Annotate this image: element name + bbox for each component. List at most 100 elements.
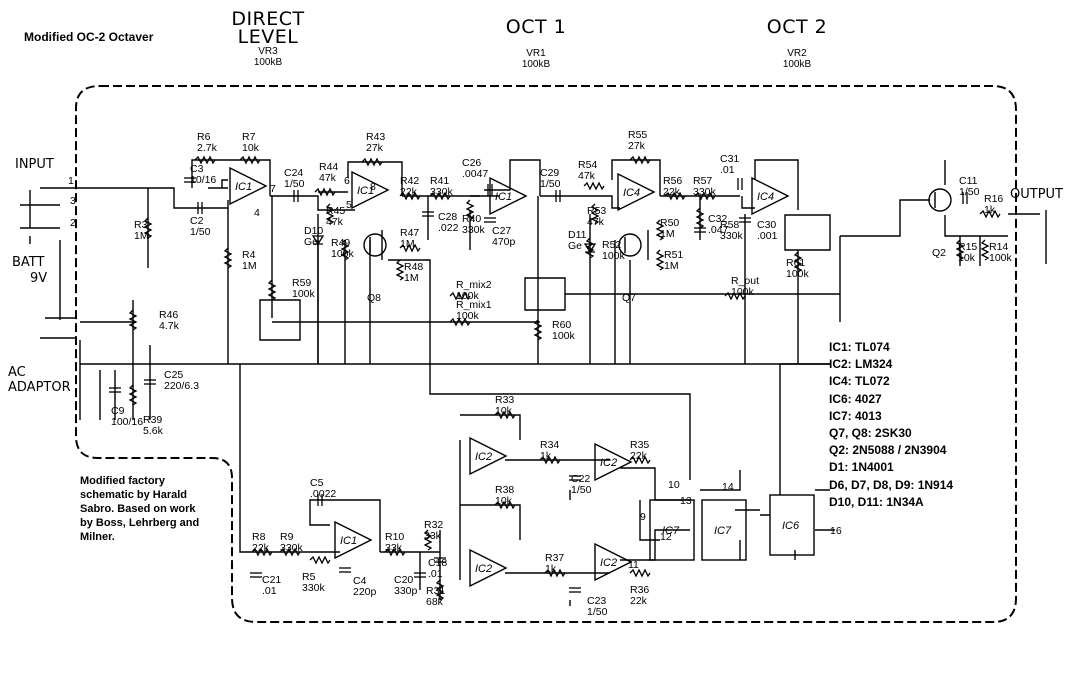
component-ref: R61 bbox=[786, 257, 805, 269]
ic-label: IC7 bbox=[662, 525, 680, 537]
component-ref: C32 bbox=[708, 213, 727, 225]
component-ref: C26 bbox=[462, 157, 481, 169]
wire-batt bbox=[40, 240, 75, 339]
component-value: 33k bbox=[385, 542, 403, 554]
pin-number: 13 bbox=[680, 495, 692, 507]
control-direct-level: DIRECT LEVEL VR3 100kB bbox=[218, 8, 318, 69]
component-ref: R49 bbox=[331, 237, 350, 249]
component-value: 22k bbox=[630, 595, 648, 607]
component-r57 bbox=[694, 191, 716, 201]
wire-out-bias bbox=[840, 199, 930, 237]
wire-ic1d bbox=[250, 499, 381, 553]
component-value: 220/6.3 bbox=[164, 380, 199, 392]
component-c29 bbox=[555, 190, 561, 202]
schematic-title: Modified OC-2 Octaver bbox=[24, 30, 154, 44]
component-r16 bbox=[979, 209, 1001, 219]
ic-ic7 bbox=[649, 499, 695, 561]
component-value: 100k bbox=[292, 288, 316, 300]
component-ref: R48 bbox=[404, 261, 423, 273]
component-r33 bbox=[494, 410, 516, 420]
wire-oct1-ic4 bbox=[589, 159, 661, 364]
component-ref: R53 bbox=[587, 205, 606, 217]
component-c22 bbox=[569, 475, 581, 481]
component-value: 330k bbox=[280, 542, 304, 554]
wire-ic7 bbox=[639, 470, 760, 560]
component-d10 bbox=[311, 235, 325, 246]
component-ref: C23 bbox=[587, 595, 606, 607]
component-value: 10k bbox=[495, 405, 513, 417]
ic-ic4 bbox=[617, 172, 656, 212]
component-value: 47k bbox=[587, 216, 605, 228]
component-r36 bbox=[629, 568, 651, 578]
component-value: .01 bbox=[720, 164, 735, 176]
component-ref: R33 bbox=[495, 394, 514, 406]
component-value: 330k bbox=[430, 186, 454, 198]
parts-list-item: Q2: 2N5088 / 2N3904 bbox=[829, 443, 947, 458]
transistor-q7 bbox=[618, 233, 642, 257]
component-c3 bbox=[184, 177, 196, 183]
pin-number: 3 bbox=[70, 195, 76, 207]
component-value: 22k bbox=[663, 186, 681, 198]
component-ref: R31 bbox=[426, 585, 445, 597]
component-value: 1M bbox=[400, 238, 415, 250]
component-value: 100/16 bbox=[111, 416, 143, 428]
component-ref: R_out bbox=[731, 275, 759, 287]
transistor-q2 bbox=[928, 188, 952, 212]
component-value: 4.7k bbox=[159, 320, 180, 332]
pin-number: 6 bbox=[344, 175, 350, 187]
component-ref: D11 bbox=[568, 229, 587, 241]
component-value: 22k bbox=[400, 186, 418, 198]
component-ref: R46 bbox=[159, 309, 178, 321]
ic-ic2 bbox=[469, 548, 508, 588]
component-value: 10k bbox=[495, 495, 513, 507]
ic-ic1 bbox=[489, 176, 528, 216]
component-c9 bbox=[109, 387, 121, 393]
component-ref: R4 bbox=[242, 249, 256, 261]
component-ref: R39 bbox=[143, 414, 162, 426]
pin-number: 9 bbox=[640, 511, 646, 523]
component-r46 bbox=[128, 309, 138, 331]
wire-input-jack bbox=[20, 187, 60, 244]
component-ref: R45 bbox=[326, 205, 345, 217]
component-c24 bbox=[293, 190, 299, 202]
pin-number: 1 bbox=[68, 175, 74, 187]
component-ref: R44 bbox=[319, 161, 338, 173]
component-ref: C18 bbox=[428, 557, 447, 569]
component-ref: C21 bbox=[262, 574, 281, 586]
component-r44 bbox=[314, 187, 336, 197]
component-r34 bbox=[539, 455, 561, 465]
control-value: 100kB bbox=[521, 59, 551, 70]
component-value: 220p bbox=[353, 586, 377, 598]
ic-label: IC2 bbox=[600, 557, 617, 569]
component-r5 bbox=[309, 555, 331, 565]
ic-label: IC6 bbox=[782, 520, 800, 532]
wire-ic2a bbox=[505, 459, 610, 500]
control-name: DIRECT LEVEL bbox=[231, 8, 305, 48]
component-r56 bbox=[664, 191, 686, 201]
ic-ic2 bbox=[469, 436, 508, 476]
component-ref: R40 bbox=[462, 213, 481, 225]
component-r6 bbox=[194, 155, 216, 165]
component-ref: R58 bbox=[720, 219, 739, 231]
component-ref: C28 bbox=[438, 211, 457, 223]
component-ref: R7 bbox=[242, 131, 256, 143]
ic-ic1 bbox=[351, 170, 390, 210]
component-r38 bbox=[494, 500, 516, 510]
wire-q8 bbox=[369, 230, 691, 480]
component-r59 bbox=[267, 279, 277, 301]
component-ref: R42 bbox=[400, 175, 419, 187]
ic-ic6 bbox=[769, 494, 815, 556]
component-value: .0047 bbox=[462, 168, 488, 180]
component-value: 10k bbox=[242, 142, 260, 154]
component-r58 bbox=[695, 207, 705, 229]
batt-label: BATT bbox=[12, 255, 45, 270]
enclosure-outline bbox=[75, 85, 1017, 623]
component-ref: C9 bbox=[111, 405, 125, 417]
component-c31 bbox=[737, 178, 743, 190]
transistor-label: Q8 bbox=[367, 292, 381, 304]
batt-voltage-label: 9V bbox=[30, 271, 48, 286]
note-line: Sabro. Based on work bbox=[80, 503, 196, 515]
transistor-label: Q2 bbox=[932, 247, 946, 259]
control-value: 100kB bbox=[253, 57, 283, 68]
